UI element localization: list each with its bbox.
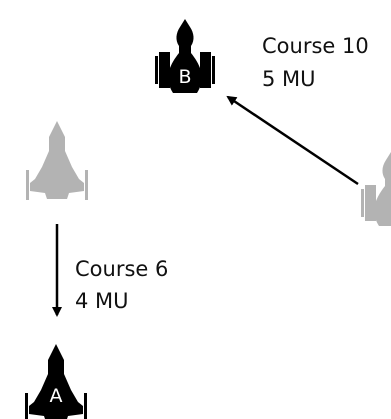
move-arrow-b: [226, 95, 359, 186]
ship-b-previous-position: [361, 152, 391, 226]
ship-b-current-position: B: [155, 19, 215, 93]
move-b-distance-label: 5 MU: [262, 67, 316, 91]
ship-a-previous-position: [26, 121, 88, 200]
move-b-course-label: Course 10: [262, 34, 369, 58]
move-a-distance-label: 4 MU: [75, 289, 129, 313]
ship-a-letter: A: [50, 385, 63, 407]
ship-a-current-position: A: [25, 344, 87, 419]
fighter-ship-icon: [26, 121, 88, 200]
fighter-ship-icon: [25, 344, 87, 419]
move-a-course-label: Course 6: [75, 257, 168, 281]
bulb-ship-icon: [361, 152, 391, 226]
ship-b-letter: B: [178, 66, 191, 88]
